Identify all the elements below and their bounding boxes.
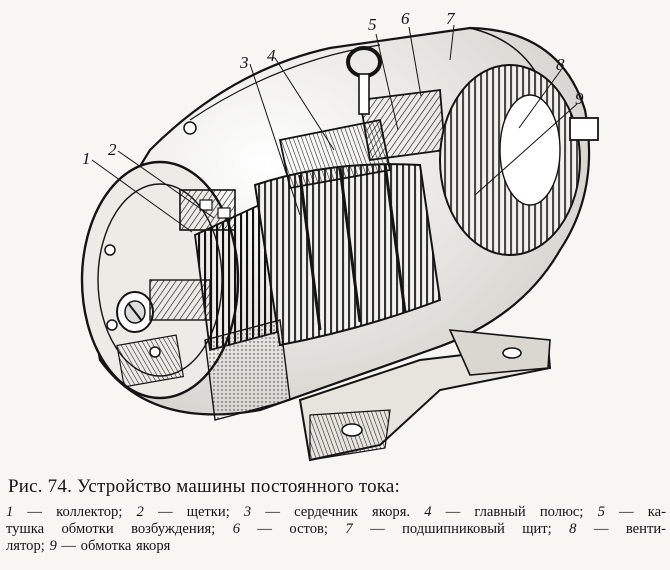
callout-9: 9 (575, 89, 584, 108)
legend-text: — подшипниковый щит; (352, 521, 570, 537)
legend-number: 6 (232, 521, 240, 537)
eyebolt (346, 46, 382, 115)
ventilation-grille (204, 319, 291, 421)
legend-number: 2 (136, 504, 144, 520)
motor-cutaway-illustration: 1 2 3 4 5 6 7 8 9 (80, 9, 599, 462)
legend-line: лятор; 9 — обмотка якоря (6, 538, 666, 555)
legend-text: — венти- (576, 521, 666, 537)
callout-labels: 1 2 3 4 5 6 7 8 9 (82, 9, 584, 168)
legend-number: 1 (6, 504, 14, 520)
legend-number: 9 (49, 538, 57, 554)
legend-number: 4 (424, 504, 432, 520)
shaft-end (116, 279, 211, 333)
motor-base (298, 329, 552, 462)
legend-text: — ка- (604, 504, 666, 520)
caption-legend: 1 — коллектор; 2 — щетки; 3 — сердечник … (6, 504, 666, 555)
legend-text: — коллектор; (13, 504, 137, 520)
callout-8: 8 (556, 55, 565, 74)
legend-line: 1 — коллектор; 2 — щетки; 3 — сердечник … (6, 504, 666, 521)
legend-number: 7 (345, 521, 353, 537)
legend-number: 5 (597, 504, 605, 520)
callout-1: 1 (82, 149, 91, 168)
fan (439, 64, 599, 256)
caption-title: Рис. 74. Устройство машины постоянного т… (8, 476, 401, 497)
main-pole (278, 88, 446, 190)
callout-6: 6 (401, 9, 410, 28)
figure-caption: Рис. 74. Устройство машины постоянного т… (6, 476, 666, 555)
legend-text: — сердечник якоря. (251, 504, 425, 520)
legend-number: 3 (243, 504, 252, 520)
callout-5: 5 (368, 15, 377, 34)
legend-text: — обмотка якоря (56, 538, 171, 554)
callout-4: 4 (267, 46, 276, 65)
armature (253, 163, 442, 347)
legend-text: — остов; (240, 521, 346, 537)
legend-text: лятор; (6, 538, 50, 554)
legend-line: тушка обмотки возбуждения; 6 — остов; 7 … (6, 521, 666, 538)
callout-leaders (91, 24, 578, 233)
legend-text: — щетки; (143, 504, 244, 520)
legend-text: — главный полюс; (431, 504, 598, 520)
callout-3: 3 (239, 53, 249, 72)
callout-7: 7 (446, 9, 456, 28)
legend-text: тушка обмотки возбуждения; (6, 521, 233, 537)
callout-2: 2 (108, 140, 117, 159)
legend-number: 8 (569, 521, 577, 537)
